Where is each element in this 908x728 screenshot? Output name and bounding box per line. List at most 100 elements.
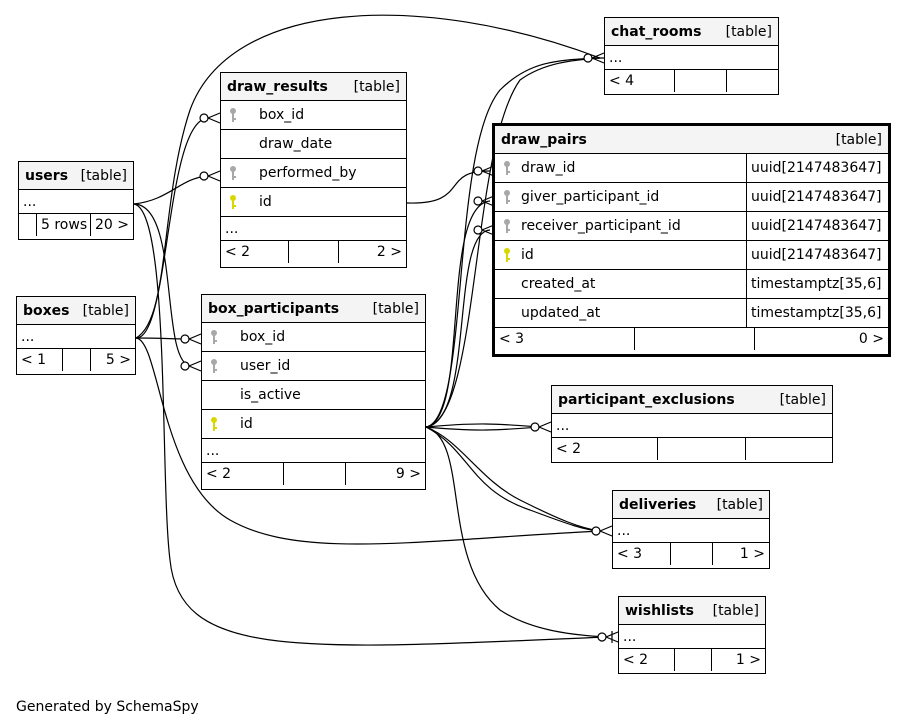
table-header: draw_results [table] [221,73,406,101]
children-count[interactable]: 9 > [395,466,421,482]
column-type: uuid[2147483647] [746,154,888,182]
table-chat-rooms[interactable]: chat_rooms [table] ... < 4 [604,17,779,95]
children-count[interactable]: 2 > [376,244,402,260]
ellipsis-row: ... [19,190,133,214]
gray-key-icon [495,154,519,182]
parents-count[interactable]: < 2 [221,241,289,263]
table-deliveries[interactable]: deliveries [table] ... < 3 1 > [612,490,770,569]
column-row[interactable]: draw_date [221,130,406,159]
table-footer: < 2 9 > [202,463,425,485]
table-header: box_participants [table] [202,295,425,323]
gray-key-icon [221,101,245,129]
table-kind: [table] [779,391,826,408]
table-draw-results[interactable]: draw_results [table] box_id draw_date pe… [220,72,407,268]
column-name: draw_id [521,160,576,176]
parents-count[interactable]: < 1 [17,349,63,371]
table-wishlists[interactable]: wishlists [table] ... < 2 1 > [618,596,766,674]
ellipsis-row: ... [605,46,778,70]
gray-key-icon [202,323,226,351]
column-name: giver_participant_id [521,189,660,205]
ellipsis-row: ... [613,519,769,543]
column-row[interactable]: created_at timestamptz[35,6] [495,270,888,299]
column-name: performed_by [259,165,357,181]
table-box-participants[interactable]: box_participants [table] box_id user_id … [201,294,426,490]
table-draw-pairs[interactable]: draw_pairs [table] draw_id uuid[21474836… [492,123,891,357]
column-name: id [521,247,534,263]
table-participant-exclusions[interactable]: participant_exclusions [table] ... < 2 [551,385,833,463]
ellipsis-row: ... [619,625,765,649]
table-header: chat_rooms [table] [605,18,778,46]
column-row[interactable]: is_active [202,381,425,410]
gray-key-icon [495,212,519,240]
table-kind: [table] [353,78,400,95]
table-kind: [table] [725,23,772,40]
column-row[interactable]: box_id [221,101,406,130]
parents-count[interactable]: < 3 [613,543,671,565]
table-name: users [25,167,69,184]
column-row[interactable]: updated_at timestamptz[35,6] [495,299,888,328]
table-footer: < 4 [605,70,778,92]
gray-key-icon [495,183,519,211]
column-name: created_at [521,276,596,292]
table-boxes[interactable]: boxes [table] ... < 1 5 > [16,296,136,375]
parents-count[interactable]: < 2 [202,463,284,485]
column-type: uuid[2147483647] [746,212,888,240]
table-header: draw_pairs [table] [495,126,888,154]
children-count[interactable]: 20 > [95,217,129,233]
column-name: receiver_participant_id [521,218,681,234]
row-count [675,70,727,92]
row-count [284,463,346,485]
table-users[interactable]: users [table] ... 5 rows 20 > [18,161,134,240]
table-header: deliveries [table] [613,491,769,519]
row-count [63,349,91,371]
column-row[interactable]: performed_by [221,159,406,188]
row-count: 5 rows [37,214,91,236]
table-footer: < 3 0 > [495,328,888,350]
generator-credit: Generated by SchemaSpy [16,699,199,715]
column-row[interactable]: box_id [202,323,425,352]
table-kind: [table] [835,131,882,148]
column-type: timestamptz[35,6] [746,299,888,327]
table-footer: < 2 1 > [619,649,765,671]
parents-count[interactable]: < 4 [605,70,675,92]
table-footer: < 1 5 > [17,349,135,371]
column-row[interactable]: id [221,188,406,217]
table-name: box_participants [208,300,340,317]
yellow-key-icon [495,241,519,269]
table-name: boxes [23,302,70,319]
children-count[interactable] [727,70,778,92]
table-kind: [table] [80,167,127,184]
parents-count[interactable]: < 2 [552,438,658,460]
ellipsis-row: ... [221,217,406,241]
column-name: is_active [240,387,301,403]
children-count[interactable]: 1 > [735,652,761,668]
column-type: uuid[2147483647] [746,183,888,211]
table-kind: [table] [372,300,419,317]
table-kind: [table] [712,602,759,619]
column-name: updated_at [521,305,601,321]
table-header: boxes [table] [17,297,135,325]
yellow-key-icon [202,410,226,438]
column-row[interactable]: user_id [202,352,425,381]
column-row[interactable]: giver_participant_id uuid[2147483647] [495,183,888,212]
column-row[interactable]: id uuid[2147483647] [495,241,888,270]
row-count [675,649,712,671]
children-count[interactable] [746,438,832,460]
children-count[interactable]: 1 > [739,546,765,562]
column-row[interactable]: draw_id uuid[2147483647] [495,154,888,183]
parents-count[interactable]: < 2 [619,649,675,671]
children-count[interactable]: 0 > [858,331,884,347]
row-count [658,438,746,460]
table-footer: < 2 [552,438,832,460]
table-name: draw_pairs [501,131,587,148]
table-name: chat_rooms [611,23,702,40]
column-name: user_id [240,358,291,374]
table-header: wishlists [table] [619,597,765,625]
column-name: id [240,416,253,432]
column-type: timestamptz[35,6] [746,270,888,298]
parents-count[interactable]: < 3 [495,328,635,350]
children-count[interactable]: 5 > [105,352,131,368]
column-row[interactable]: receiver_participant_id uuid[2147483647] [495,212,888,241]
parents-count[interactable] [19,214,37,236]
column-row[interactable]: id [202,410,425,439]
